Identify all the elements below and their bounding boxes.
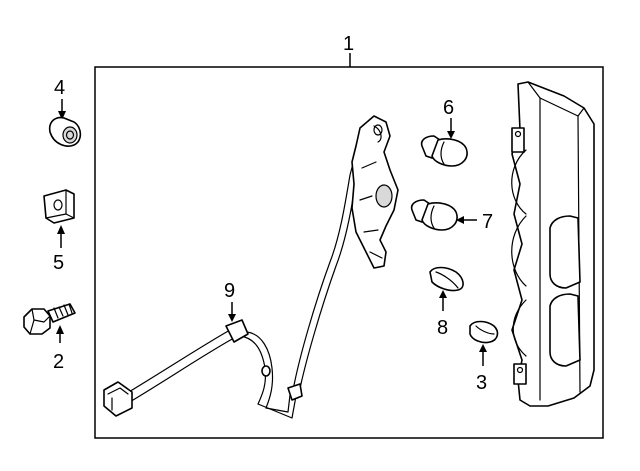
arrow-5 bbox=[57, 225, 65, 248]
callout-3[interactable]: 3 bbox=[476, 372, 487, 394]
callout-9[interactable]: 9 bbox=[224, 280, 235, 302]
arrow-8 bbox=[439, 290, 447, 311]
bulb-3-part[interactable] bbox=[469, 320, 499, 344]
callout-5[interactable]: 5 bbox=[53, 252, 64, 274]
callout-4[interactable]: 4 bbox=[54, 77, 65, 99]
arrow-6 bbox=[447, 118, 455, 139]
callout-6[interactable]: 6 bbox=[443, 97, 454, 119]
retainer-nut-part[interactable] bbox=[43, 189, 75, 224]
assembly-frame bbox=[94, 66, 604, 439]
arrow-7 bbox=[456, 216, 477, 224]
screw-part[interactable] bbox=[23, 303, 76, 335]
callout-7[interactable]: 7 bbox=[482, 211, 493, 233]
bulb-7-part[interactable] bbox=[410, 199, 458, 231]
arrow-9 bbox=[228, 302, 236, 322]
bulb-8-part[interactable] bbox=[429, 266, 464, 292]
callout-8[interactable]: 8 bbox=[437, 317, 448, 339]
callout-2[interactable]: 2 bbox=[53, 351, 64, 373]
wiring-harness-part[interactable] bbox=[103, 115, 399, 419]
arrow-2 bbox=[56, 325, 64, 343]
bulb-6-part[interactable] bbox=[420, 135, 468, 167]
callout-1[interactable]: 1 bbox=[343, 33, 354, 55]
arrow-4 bbox=[58, 99, 66, 120]
tail-lamp-housing-part[interactable] bbox=[511, 81, 595, 407]
arrow-3 bbox=[479, 344, 487, 366]
grommet-part[interactable] bbox=[48, 116, 82, 147]
